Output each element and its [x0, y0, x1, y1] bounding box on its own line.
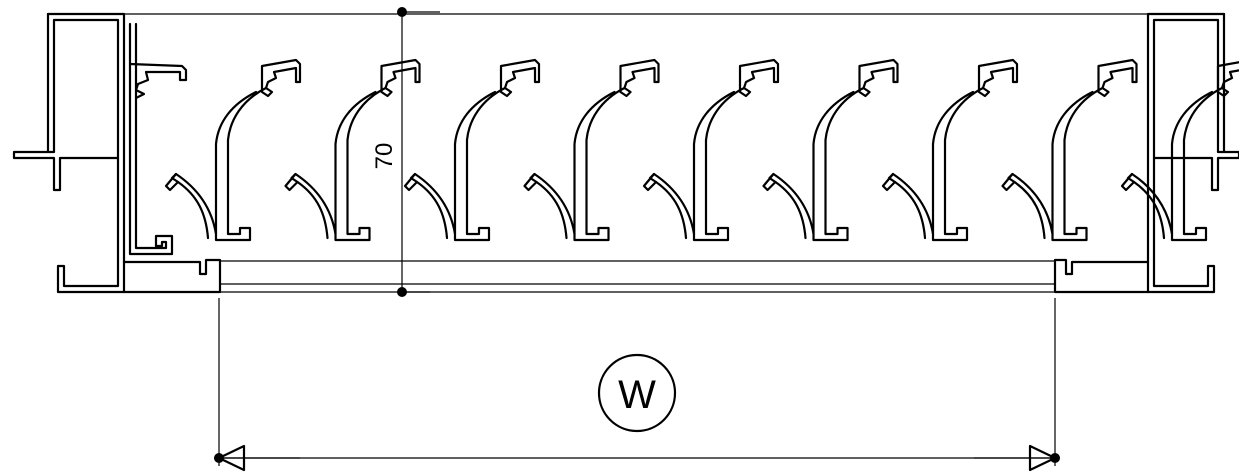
louver-blade: [523, 58, 660, 242]
louver-blade: [284, 58, 421, 242]
width-symbol: W: [618, 373, 656, 417]
depth-label: 70: [371, 143, 398, 170]
depth-dot-bottom: [397, 287, 407, 297]
depth-dot-top: [397, 7, 407, 17]
louver-blade: [403, 58, 541, 242]
louver-blade: [1120, 58, 1239, 242]
depth-dimension: 70: [371, 7, 440, 297]
louver-blade: [642, 58, 780, 242]
louver-blade: [1001, 58, 1138, 242]
width-dimension: W: [214, 298, 1060, 472]
width-symbol-circle: [597, 353, 677, 433]
right-jamb-profile: [1053, 12, 1239, 294]
louver-blade: [164, 58, 302, 242]
louver-blade: [762, 58, 899, 242]
louver-blades: [164, 58, 1239, 242]
louver-blade: [881, 58, 1019, 242]
left-jamb-profile: [12, 12, 222, 294]
